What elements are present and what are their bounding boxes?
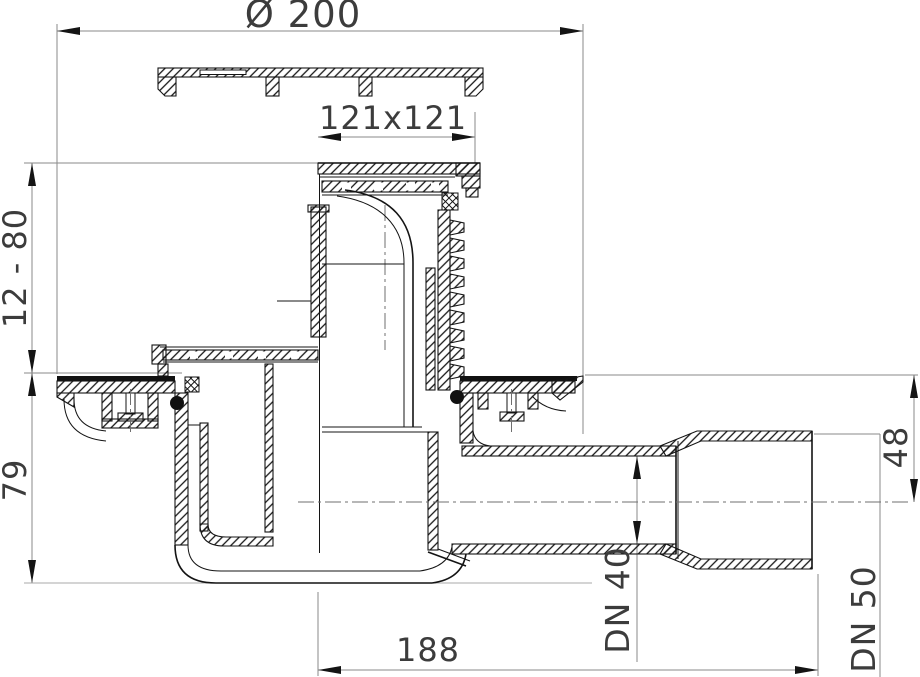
arrow-up-icon [28,373,36,396]
seal-membrane [57,376,175,381]
gasket-seal [441,192,459,211]
riser-assembly [317,162,481,391]
gasket-seal [184,376,200,393]
arrow-right-icon [795,666,818,674]
seal-membrane [460,376,577,381]
o-ring-seal [450,390,464,404]
cover-plate [157,67,484,97]
dim-label-body-depth: 79 [0,459,34,502]
outlet-pipe-dn40 [451,445,677,555]
arrow-right-icon [560,27,583,35]
dim-label-connection-socket: DN 50 [844,565,883,673]
o-ring-seal [170,396,184,410]
socket-dn50 [659,430,813,570]
dim-label-adjustment-range: 12 - 80 [0,208,34,328]
arrow-down-icon [28,350,36,373]
arrow-left-icon [318,666,341,674]
grate-section [321,180,449,196]
trap-insert [199,174,471,567]
dimension-system [24,24,918,677]
arrow-right-icon [452,133,475,141]
arrow-up-icon [633,456,641,479]
arrow-left-icon [57,27,80,35]
arrow-down-icon [633,521,641,544]
arrow-down-icon [910,479,918,502]
dim-label-outlet-pipe: DN 40 [598,546,637,654]
arrow-up-icon [28,163,36,186]
dim-label-outlet-axis-depth: 48 [877,426,915,469]
arrow-left-icon [318,133,341,141]
dim-label-outlet-length: 188 [396,631,460,669]
dim-label-cover-diameter: Ø 200 [245,0,362,36]
arrow-down-icon [28,560,36,583]
left-grate-assembly [151,344,319,377]
drain-body [56,375,584,584]
dim-label-grate-size: 121x121 [319,99,467,137]
adjustment-teeth [449,219,465,380]
arrow-up-icon [910,375,918,398]
